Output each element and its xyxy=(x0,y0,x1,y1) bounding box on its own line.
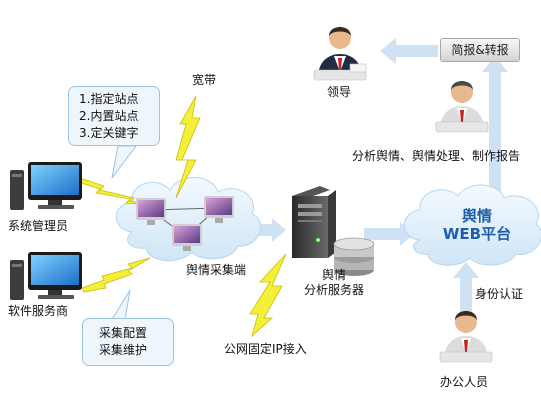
lightning-vendor xyxy=(81,257,151,293)
collector-label: 舆情采集端 xyxy=(186,263,247,277)
analysis-server-label: 舆情 分析服务器 xyxy=(299,268,369,298)
arrow-brief-to-leader xyxy=(380,38,438,64)
vendor-label: 软件服务商 xyxy=(8,304,69,318)
arrow-server-to-web xyxy=(364,222,414,246)
analyst-person-icon xyxy=(435,81,489,133)
leader-label: 领导 xyxy=(327,85,352,99)
sysadmin-computer-icon xyxy=(10,162,82,210)
web-platform-title-line1: 舆情 xyxy=(461,207,492,225)
arrow-web-to-brief xyxy=(482,56,508,200)
analysis-server-label-line1: 舆情 xyxy=(321,268,346,282)
public-ip-label: 公网固定IP接入 xyxy=(224,342,307,356)
analyst-caption: 分析舆情、舆情处理、制作报告 xyxy=(352,149,521,163)
site-config-item: 2.内置站点 xyxy=(79,109,139,123)
flow-arrows xyxy=(252,38,508,318)
vendor-computer-icon xyxy=(10,252,82,300)
arrow-staff-to-web xyxy=(453,262,479,318)
database-icon xyxy=(333,237,375,276)
broadband-label: 宽带 xyxy=(192,73,217,87)
web-platform-title-line2: WEB平台 xyxy=(442,225,512,243)
lightning-broadband xyxy=(175,95,201,199)
collect-ops-item: 采集配置 xyxy=(99,326,148,340)
web-cloud xyxy=(403,184,541,266)
brief-forward-box: 简报&转报 xyxy=(440,38,520,62)
identity-auth-label: 身份认证 xyxy=(475,287,524,301)
analysis-server-icon xyxy=(292,186,336,258)
sysadmin-label: 系统管理员 xyxy=(8,219,69,233)
callout-pointer-top xyxy=(111,145,137,179)
collector-monitors-icon xyxy=(136,196,234,251)
collect-ops-item: 采集维护 xyxy=(99,343,148,357)
web-platform-title: 舆情 WEB平台 xyxy=(432,207,522,243)
analysis-server-label-line2: 分析服务器 xyxy=(303,283,364,297)
site-config-item: 3.定关键字 xyxy=(79,126,139,140)
office-staff-person-icon xyxy=(439,311,493,363)
leader-person-icon xyxy=(313,27,367,81)
site-config-item: 1.指定站点 xyxy=(79,92,139,106)
lightning-public-ip xyxy=(249,253,287,338)
site-config-callout: 1.指定站点 2.内置站点 3.定关键字 xyxy=(68,86,160,146)
collect-ops-callout: 采集配置 采集维护 xyxy=(82,318,174,366)
office-staff-label: 办公人员 xyxy=(440,375,489,389)
